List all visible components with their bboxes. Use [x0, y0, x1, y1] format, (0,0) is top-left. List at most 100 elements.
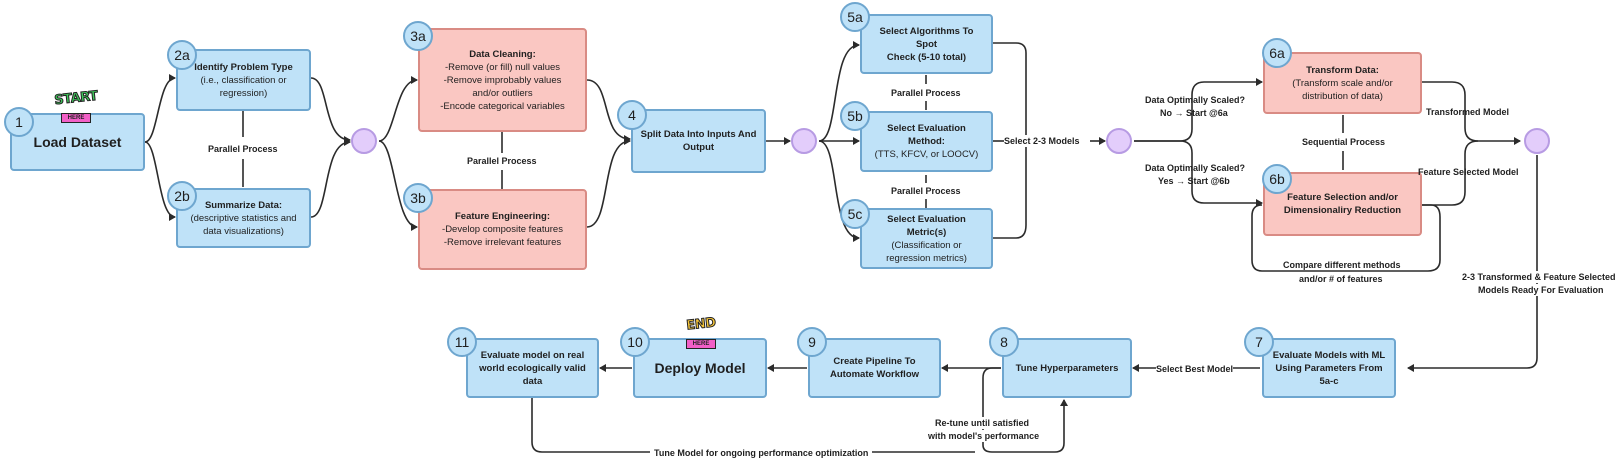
badge-2b: 2b: [167, 181, 197, 211]
badge-9: 9: [797, 327, 827, 357]
node-4-line-1: Output: [682, 142, 715, 153]
node-2a-title: Identify Problem Type: [194, 61, 293, 73]
end-ribbon: HERE: [685, 339, 717, 349]
node-3a-data-cleaning: Data Cleaning: -Remove (or fill) null va…: [418, 28, 587, 132]
node-11-line-1: world ecologically valid: [479, 362, 586, 374]
node-2b-summarize-data: Summarize Data: (descriptive statistics …: [176, 188, 311, 248]
node-7-line-2: 5a-c: [1319, 375, 1339, 387]
start-ribbon: HERE: [60, 113, 92, 123]
node-7-line-1: Using Parameters From: [1275, 362, 1383, 374]
label-compare-1: Compare different methods: [1283, 260, 1401, 270]
node-6a-title: Transform Data:: [1306, 64, 1379, 76]
edge-retune: [982, 367, 1068, 453]
edge-6a-hub4: [1422, 81, 1521, 145]
label-scaled-yes-q: Data Optimally Scaled?: [1145, 163, 1246, 173]
badge-8: 8: [989, 327, 1019, 357]
label-parallel-2: Parallel Process: [208, 143, 278, 155]
badge-3a: 3a: [403, 21, 433, 51]
badge-3b: 3b: [403, 183, 433, 213]
label-scaled-no-q: Data Optimally Scaled?: [1145, 95, 1246, 105]
edge-6b-loop: [1251, 204, 1441, 272]
node-2a-identify-problem: Identify Problem Type (i.e., classificat…: [176, 49, 311, 111]
merge-hub-2: [791, 128, 817, 154]
badge-6b: 6b: [1262, 164, 1292, 194]
node-2a-line-1: (i.e., classification or: [200, 74, 287, 86]
edge-ongoing: [531, 397, 975, 453]
badge-2a: 2a: [167, 40, 197, 70]
edge-hub2-5c: [818, 140, 860, 242]
node-1-text: Load Dataset: [33, 133, 122, 150]
label-scaled-no-a: No → Start @6a: [1160, 108, 1228, 118]
label-ready-2: Models Ready For Evaluation: [1478, 284, 1604, 296]
node-6a-line-1: (Transform scale and/or: [1292, 77, 1393, 89]
node-3a-line-4: -Encode categorical variables: [440, 100, 565, 112]
node-3a-line-3: and/or outliers: [472, 87, 533, 99]
label-scaled-yes-a: Yes → Start @6b: [1158, 176, 1230, 186]
node-7-title: Evaluate Models with ML: [1272, 349, 1386, 361]
node-9-line-1: Automate Workflow: [829, 369, 920, 380]
label-parallel-5bc: Parallel Process: [891, 185, 961, 197]
node-6a-transform-data: Transform Data: (Transform scale and/or …: [1263, 52, 1422, 114]
badge-4: 4: [617, 100, 647, 130]
node-5c-select-eval-metric: Select Evaluation Metric(s) (Classificat…: [860, 208, 993, 269]
badge-10: 10: [620, 327, 650, 357]
edge-hub3-6b: [1134, 140, 1263, 207]
start-word: START: [53, 88, 99, 109]
node-4-split-data: Split Data Into Inputs And Output: [631, 109, 766, 173]
node-5a-title: Select Algorithms To Spot: [879, 25, 974, 50]
node-8-tune-hyperparameters: Tune Hyperparameters: [1002, 338, 1132, 398]
node-5c-line-1: (Classification or: [891, 239, 962, 251]
label-feature-selected-model: Feature Selected Model: [1418, 167, 1519, 177]
node-11-line-2: data: [522, 375, 543, 387]
node-3b-line-1: -Develop composite features: [442, 224, 563, 235]
badge-6a: 6a: [1262, 38, 1292, 68]
node-5b-select-eval-method: Select Evaluation Method: (TTS, KFCV, or…: [860, 111, 993, 172]
node-5b-line-1: (TTS, KFCV, or LOOCV): [874, 149, 979, 160]
node-2b-line-2: data visualizations): [203, 225, 284, 237]
label-transformed-model: Transformed Model: [1426, 107, 1510, 117]
label-compare-2: and/or # of features: [1299, 274, 1383, 284]
badge-5b: 5b: [840, 101, 870, 131]
end-word: END: [685, 315, 717, 334]
label-retune-2: with model's performance: [928, 430, 1040, 442]
node-6b-line-1: Dimensionaliry Reduction: [1283, 205, 1402, 216]
badge-5c: 5c: [840, 199, 870, 229]
badge-5a: 5a: [840, 2, 870, 32]
merge-hub-3: [1106, 128, 1132, 154]
edge-2a-hub1: [310, 77, 351, 144]
label-select-models: Select 2-3 Models: [1004, 135, 1080, 147]
edge-hub1-3a: [378, 76, 418, 142]
node-3a-line-1: -Remove (or fill) null values: [444, 61, 561, 73]
node-3a-title: Data Cleaning:: [469, 48, 536, 60]
edge-hub1-3b: [378, 140, 418, 231]
edge-2b-hub1: [310, 138, 351, 218]
label-retune-1: Re-tune until satisfied: [935, 417, 1030, 429]
edge-hub4-7: [1407, 155, 1538, 372]
edge-hub2-5a: [818, 41, 860, 142]
edge-1-2b: [144, 141, 176, 221]
node-5b-title: Select Evaluation Method:: [887, 123, 966, 147]
node-8-title: Tune Hyperparameters: [1015, 362, 1119, 374]
node-7-evaluate-models: Evaluate Models with ML Using Parameters…: [1262, 338, 1396, 398]
node-10-text: Deploy Model: [654, 359, 746, 376]
badge-7: 7: [1244, 327, 1274, 357]
node-2a-line-2: regression): [219, 87, 268, 99]
badge-1: 1: [4, 107, 34, 137]
label-ready-1: 2-3 Transformed & Feature Selected: [1462, 271, 1616, 283]
node-5c-line-2: regression metrics): [886, 252, 967, 264]
node-6b-title: Feature Selection and/or: [1287, 192, 1398, 203]
badge-11: 11: [447, 327, 477, 357]
node-9-title: Create Pipeline To: [833, 356, 916, 367]
merge-hub-4: [1524, 128, 1550, 154]
edge-3b-4: [586, 137, 631, 228]
node-5a-select-algorithms: Select Algorithms To Spot Check (5-10 to…: [860, 14, 993, 74]
label-tune-ongoing: Tune Model for ongoing performance optim…: [650, 447, 873, 459]
node-9-create-pipeline: Create Pipeline To Automate Workflow: [808, 338, 941, 398]
node-11-title: Evaluate model on real: [480, 349, 585, 361]
node-2b-title: Summarize Data:: [204, 199, 283, 211]
end-here-sticker: END HERE: [675, 315, 727, 350]
node-11-evaluate-real-world: Evaluate model on real world ecologicall…: [466, 338, 599, 398]
node-3b-feature-engineering: Feature Engineering: -Develop composite …: [418, 189, 587, 270]
label-parallel-5ab: Parallel Process: [891, 87, 961, 99]
